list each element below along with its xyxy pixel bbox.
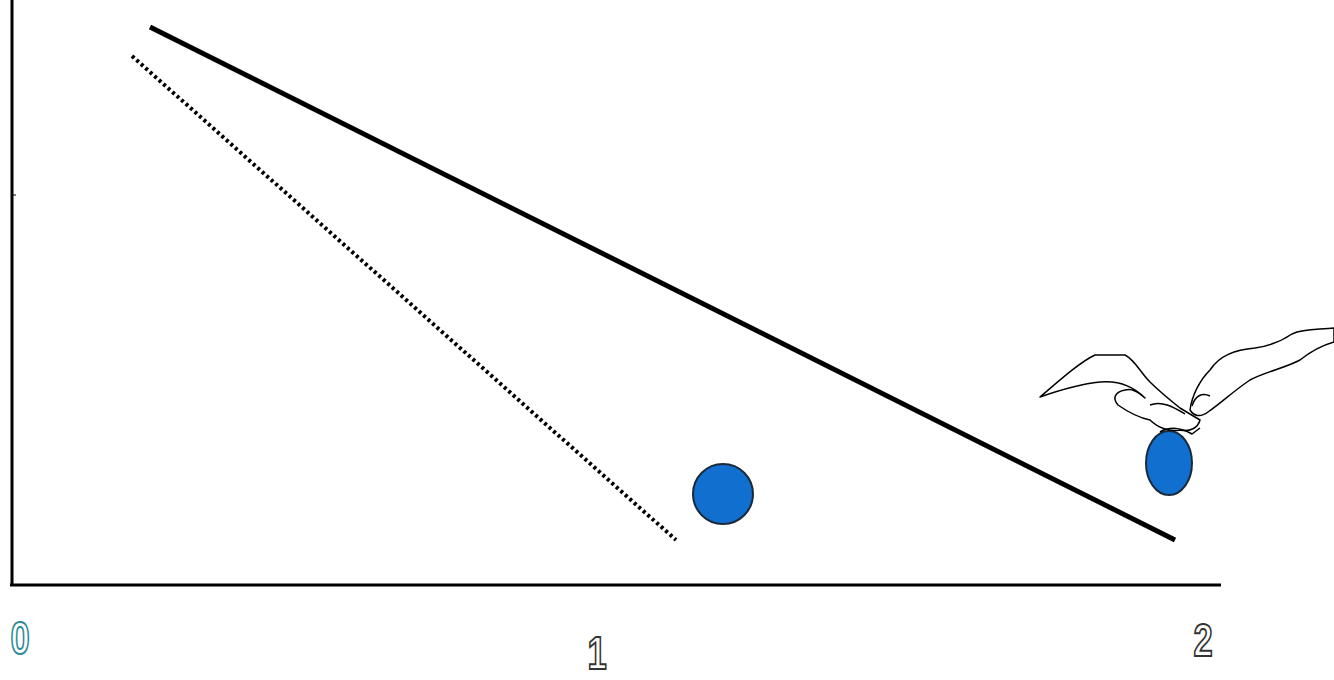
hand [1040, 355, 1200, 431]
ball [1146, 431, 1192, 495]
solid-line [150, 27, 1175, 540]
dotted-line [132, 56, 676, 540]
x-axis [10, 584, 1221, 587]
finger [1150, 403, 1185, 414]
axis-number: 1 [587, 630, 606, 676]
axis-number: 0 [10, 615, 29, 661]
arm [1190, 328, 1334, 416]
hand-drawing [1040, 328, 1334, 434]
axis-number: 2 [1193, 617, 1212, 663]
y-axis [11, 0, 14, 586]
axis-tick [12, 195, 16, 196]
thumb [1192, 394, 1210, 406]
ball [693, 464, 753, 524]
finger [1160, 428, 1200, 434]
